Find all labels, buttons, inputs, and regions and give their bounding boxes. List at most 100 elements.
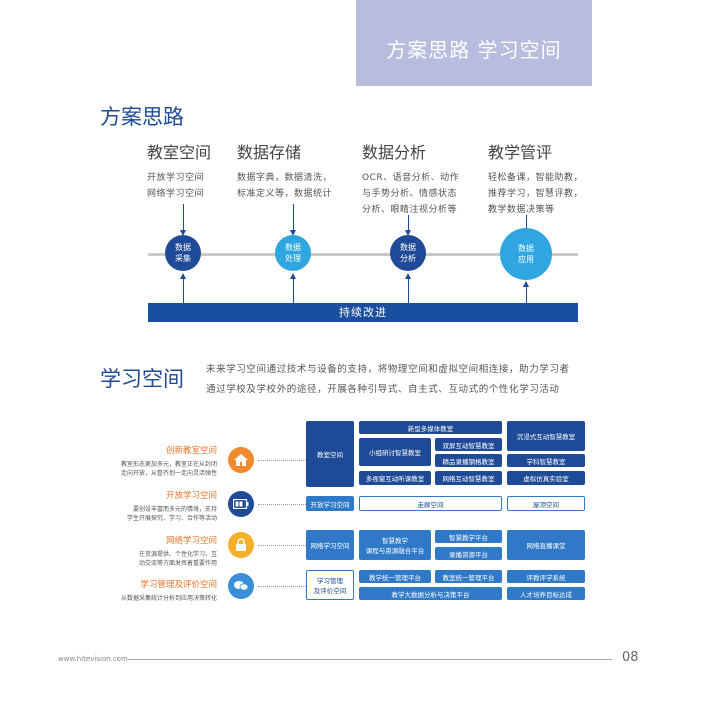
grid-record-platform: 录播资源平台 xyxy=(435,547,502,560)
battery-icon xyxy=(228,491,254,517)
node-label: 处理 xyxy=(285,254,301,263)
stage-title-analysis: 数据分析 xyxy=(362,143,427,162)
label-network-space: 网络学习空间 在资源提供、个性化学习、互动交流等方面发挥着重要作用 xyxy=(92,534,217,568)
grid-roof: 屋顶空间 xyxy=(507,496,585,511)
stage-desc-line: 标准定义等，数据统计 xyxy=(237,189,333,199)
grid-talent-goal: 人才培养目标达成 xyxy=(507,587,585,600)
arrow-up-icon xyxy=(290,273,296,279)
node-label: 采集 xyxy=(175,254,191,263)
footer-url: www.hitevision.com xyxy=(58,655,128,663)
label-title: 网络学习空间 xyxy=(165,536,217,546)
stage-desc-classroom: 开放学习空间 网络学习空间 xyxy=(147,170,204,202)
arrow-line xyxy=(408,279,409,303)
section-title-learning-space: 学习空间 xyxy=(100,367,184,391)
grid-label-line: 及评价空间 xyxy=(313,587,347,595)
stage-desc-line: 与手势分析、情感状态 xyxy=(362,189,458,199)
label-desc-line: 学生开展探究、学习、合作等活动 xyxy=(126,515,217,522)
grid-small-group: 小组研讨智慧教室 xyxy=(359,438,431,466)
grid-network-space: 网络学习空间 xyxy=(306,530,354,560)
grid-teaching-platform: 智慧教学平台 xyxy=(435,530,502,543)
continuous-improvement-bar: 持续改进 xyxy=(148,303,578,322)
label-management-space: 学习管理及评价空间 从数据采集统计分析到应用决策转化 xyxy=(92,578,217,603)
stage-desc-analysis: OCR、语音分析、动作 与手势分析、情感状态 分析、眼睛注视分析等 xyxy=(362,170,459,218)
label-open-space: 开放学习空间 要创设丰富而多元的情境，支持学生开展探究、学习、合作等活动 xyxy=(92,489,217,523)
connector-dots xyxy=(258,545,306,546)
node-analyze: 数据分析 xyxy=(390,235,426,271)
stage-desc-line: OCR、语音分析、动作 xyxy=(362,173,460,183)
grid-open-space: 开放学习空间 xyxy=(306,496,354,511)
grid-virtual-lab: 虚拟仿真实验室 xyxy=(507,471,585,485)
arrow-line xyxy=(293,204,294,232)
label-desc-line: 从数据采集统计分析到应用决策转化 xyxy=(120,595,217,602)
grid-teaching-mgmt: 教学统一管理平台 xyxy=(359,570,431,583)
arrow-down-icon xyxy=(405,230,411,236)
footer-divider xyxy=(128,659,612,660)
grid-label-line: 学习管理 xyxy=(317,577,343,585)
node-apply: 数据应用 xyxy=(500,228,552,280)
label-title: 创新教室空间 xyxy=(165,446,217,456)
connector-dots xyxy=(258,586,306,587)
arrow-line xyxy=(526,287,527,303)
arrow-up-icon xyxy=(180,273,186,279)
label-title: 开放学习空间 xyxy=(165,491,217,501)
section-title-solution: 方案思路 xyxy=(100,105,184,129)
grid-smart-teaching-platform: 智慧教学 课程与资源融合平台 xyxy=(359,530,431,560)
grid-immersive: 沉浸式互动智慧教室 xyxy=(507,421,585,451)
stage-desc-line: 推荐学习，智慧评教， xyxy=(488,189,584,199)
grid-classroom-space: 教室空间 xyxy=(306,421,354,487)
label-desc-line: 动交流等方面发挥着重要作用 xyxy=(138,560,217,567)
stage-desc-line: 教学数据决策等 xyxy=(488,205,555,215)
grid-network-interactive: 网络互动智慧教室 xyxy=(435,471,502,485)
grid-label-line: 课程与资源融合平台 xyxy=(365,547,425,555)
grid-dual-screen: 双屏互动智慧教室 xyxy=(435,438,502,451)
arrow-up-icon xyxy=(405,273,411,279)
grid-label-line: 智慧教学 xyxy=(382,537,408,545)
stage-desc-line: 网络学习空间 xyxy=(147,189,205,199)
node-label: 数据 xyxy=(518,244,534,253)
grid-management-space: 学习管理 及评价空间 xyxy=(306,570,354,600)
label-desc-line: 要创设丰富而多元的情境，支持 xyxy=(132,506,217,513)
page-number: 08 xyxy=(622,650,639,665)
header-banner xyxy=(356,0,592,86)
node-collect: 数据采集 xyxy=(165,235,201,271)
stage-desc-line: 数据字典，数据清洗， xyxy=(237,173,333,183)
label-title: 学习管理及评价空间 xyxy=(140,580,217,590)
arrow-line xyxy=(408,215,409,232)
arrow-up-icon xyxy=(523,281,529,287)
connector-dots xyxy=(258,460,306,461)
label-innovative-classroom: 创新教室空间 教室形态更加多元，教室正在从封闭走向开放，从整齐划一走向灵活弹性 xyxy=(92,444,217,478)
stage-title-storage: 数据存储 xyxy=(237,143,302,162)
intro-line: 未来学习空间通过技术与设备的支持，将物理空间和虚拟空间相连接，助力学习者 xyxy=(206,364,570,375)
header-title: 方案思路 学习空间 xyxy=(386,38,562,62)
grid-eval-system: 评教评学系统 xyxy=(507,570,585,583)
grid-new-multimedia: 新型多媒体教室 xyxy=(359,421,502,434)
node-label: 数据 xyxy=(400,243,416,252)
grid-corridor: 走廊空间 xyxy=(359,496,502,511)
stage-desc-line: 开放学习空间 xyxy=(147,173,205,183)
grid-multi-window: 多视窗互动听课教室 xyxy=(359,471,431,485)
stage-desc-storage: 数据字典，数据清洗， 标准定义等，数据统计 xyxy=(237,170,332,202)
node-process: 数据处理 xyxy=(275,235,311,271)
grid-big-data: 教学大数据分析与决策平台 xyxy=(359,587,502,600)
stage-title-management: 教学管评 xyxy=(488,143,553,162)
connector-dots xyxy=(258,504,306,505)
label-desc-line: 在资源提供、个性化学习、互 xyxy=(138,551,217,558)
chat-icon xyxy=(228,573,254,599)
arrow-line xyxy=(293,279,294,303)
label-desc-line: 走向开放，从整齐划一走向灵活弹性 xyxy=(120,470,217,477)
stage-desc-line: 轻松备课，智能助教， xyxy=(488,173,584,183)
arrow-down-icon xyxy=(180,230,186,236)
lock-icon xyxy=(228,532,254,558)
arrow-line xyxy=(183,279,184,303)
grid-boutique-record: 精品录播钢格教室 xyxy=(435,454,502,467)
node-label: 应用 xyxy=(518,255,534,264)
home-icon xyxy=(228,447,254,473)
stage-title-classroom: 教室空间 xyxy=(147,143,212,162)
stage-desc-line: 分析、眼睛注视分析等 xyxy=(362,205,458,215)
grid-subject: 学科智慧教室 xyxy=(507,454,585,467)
grid-live-classroom: 网络直播课堂 xyxy=(507,530,585,560)
arrow-line xyxy=(183,204,184,232)
node-label: 分析 xyxy=(400,254,416,263)
timeline-line xyxy=(148,253,578,256)
node-label: 数据 xyxy=(175,243,191,252)
